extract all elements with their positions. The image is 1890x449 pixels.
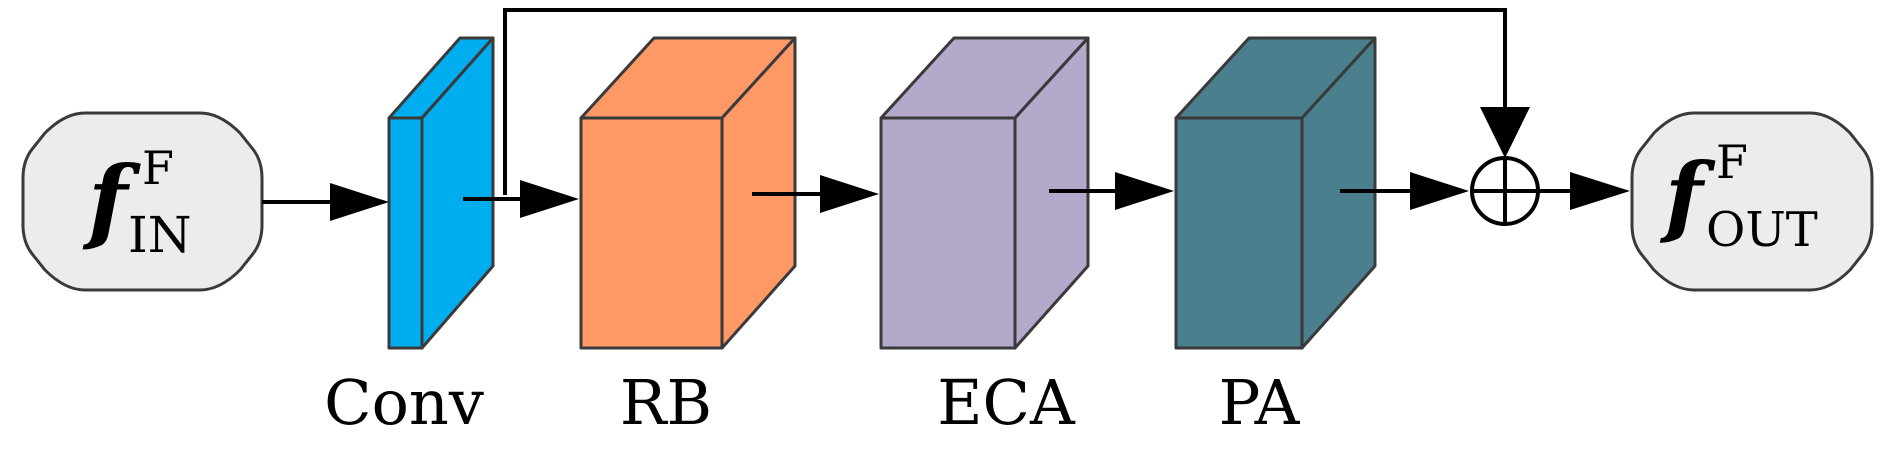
input-to-conv-arrow	[262, 183, 389, 221]
arrowhead	[1410, 172, 1469, 210]
arrowhead	[820, 175, 879, 213]
arrowhead	[520, 180, 579, 218]
pa-block	[1174, 36, 1377, 350]
arrowhead	[1115, 172, 1174, 210]
skip-connection	[503, 8, 1530, 195]
eca-to-pa-arrow	[1049, 172, 1174, 210]
rb-to-eca-arrow	[752, 175, 879, 213]
conv-block-front	[387, 116, 424, 350]
input-node: f F IN	[21, 111, 264, 292]
pa-block-front	[1174, 116, 1304, 350]
output-node-shape	[1630, 111, 1874, 292]
eca-block-front	[879, 116, 1017, 350]
eca-block	[879, 36, 1090, 350]
skip-connection-arrowhead	[1480, 107, 1530, 158]
eca-label: ECA	[937, 366, 1076, 439]
conv-block	[387, 36, 495, 350]
pa-label: PA	[1219, 366, 1301, 439]
input-superscript: F	[142, 141, 174, 195]
output-node: f F OUT	[1630, 111, 1874, 292]
rb-block-front	[579, 116, 724, 350]
sum-to-output-arrow	[1538, 172, 1630, 210]
pa-to-sum-arrow	[1340, 172, 1469, 210]
output-subscript: OUT	[1706, 202, 1818, 258]
output-superscript: F	[1716, 135, 1748, 189]
input-subscript: IN	[128, 206, 192, 264]
arrowhead	[330, 183, 389, 221]
conv-label: Conv	[324, 366, 484, 439]
sum-operator	[1470, 156, 1540, 226]
rb-label: RB	[620, 366, 712, 439]
skip-connection-line	[503, 8, 1507, 195]
input-node-shape	[21, 111, 264, 292]
conv-to-rb-arrow	[463, 180, 579, 218]
arrowhead	[1570, 172, 1630, 210]
